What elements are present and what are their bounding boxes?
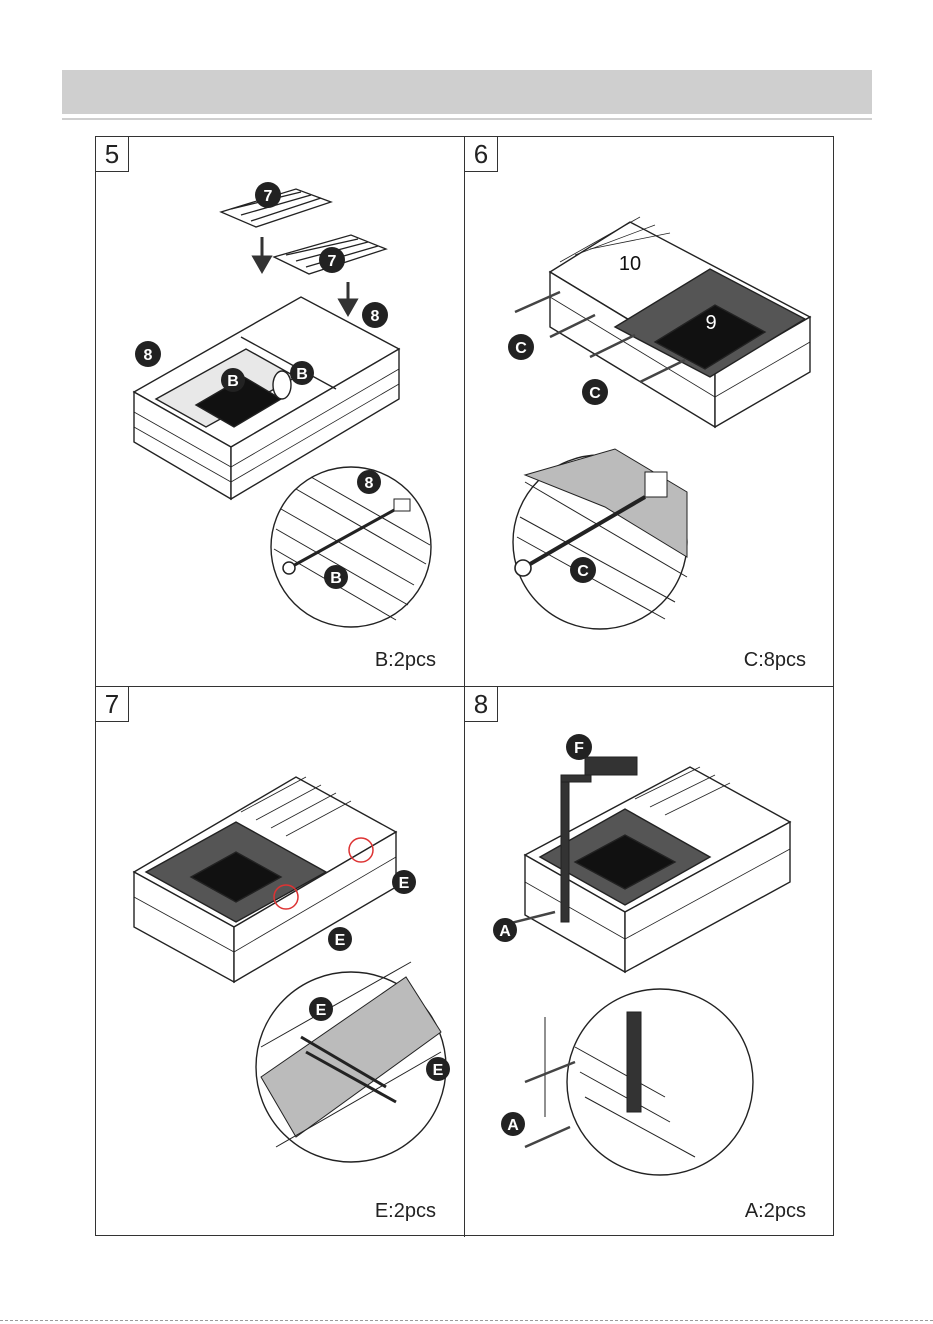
marker-label: A — [499, 923, 511, 940]
marker-label: B — [330, 570, 342, 587]
quantity-label: E:2pcs — [375, 1200, 436, 1223]
marker-label: 8 — [144, 347, 153, 364]
marker-label: B — [227, 373, 239, 390]
quantity-label: B:2pcs — [375, 649, 436, 672]
instruction-grid: 7 7 8 8 B B 8 B 5 B:2pcs — [95, 136, 834, 1236]
marker-label: 7 — [328, 253, 337, 270]
step-7-illustration: E E E E — [96, 687, 465, 1237]
marker-label: B — [296, 366, 308, 383]
marker-label: C — [589, 385, 601, 402]
marker-label: 8 — [371, 308, 380, 325]
marker-label: E — [433, 1062, 444, 1079]
marker-label: A — [507, 1117, 519, 1134]
step-panel-6: C C C 10 9 6 C:8pcs — [465, 137, 834, 687]
footer-rule — [0, 1320, 933, 1321]
marker-label: 8 — [365, 475, 374, 492]
step-8-illustration: F A A — [465, 687, 834, 1237]
part-label: 10 — [619, 253, 641, 275]
marker-label: F — [574, 740, 584, 757]
marker-label: E — [399, 875, 410, 892]
header-bar — [62, 70, 872, 114]
quantity-label: C:8pcs — [744, 649, 806, 672]
step-6-illustration: C C C 10 9 — [465, 137, 834, 687]
step-number: 8 — [465, 687, 498, 722]
step-panel-8: F A A 8 A:2pcs — [465, 687, 834, 1237]
quantity-label: A:2pcs — [745, 1200, 806, 1223]
step-5-illustration: 7 7 8 8 B B 8 B — [96, 137, 465, 687]
part-label: 9 — [705, 312, 716, 334]
step-number: 6 — [465, 137, 498, 172]
step-panel-5: 7 7 8 8 B B 8 B 5 B:2pcs — [96, 137, 465, 687]
marker-label: C — [515, 340, 527, 357]
marker-label: E — [316, 1002, 327, 1019]
marker-label: 7 — [264, 188, 273, 205]
step-number: 5 — [96, 137, 129, 172]
step-number: 7 — [96, 687, 129, 722]
step-panel-7: E E E E 7 E:2pcs — [96, 687, 465, 1237]
marker-label: E — [335, 932, 346, 949]
marker-label: C — [577, 563, 589, 580]
header-rule — [62, 118, 872, 120]
